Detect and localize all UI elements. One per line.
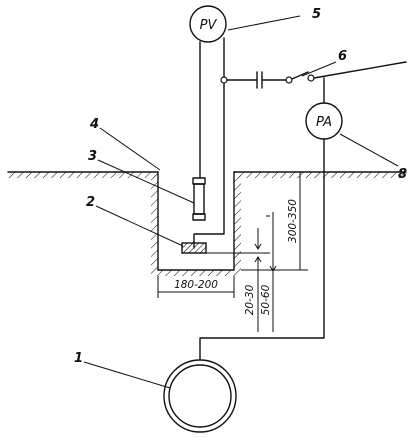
callout-3: 3 — [88, 149, 97, 164]
callout-4: 4 — [89, 117, 99, 132]
callout-6: 6 — [338, 49, 347, 64]
ammeter-to-pipe-wire — [199, 138, 325, 361]
callout-8: 8 — [398, 167, 407, 182]
callout-1: 1 — [74, 351, 83, 366]
pit-depth-label: 300-350 — [287, 199, 299, 243]
pipeline — [163, 359, 237, 433]
pit-depth-dimension — [241, 171, 308, 271]
pit-width-dimension — [157, 276, 235, 298]
electrode-depth-label: 50-60 — [260, 284, 272, 315]
pit-width-label: 180-200 — [174, 279, 218, 291]
reference-electrode — [192, 177, 206, 221]
steel-sample — [181, 242, 207, 254]
callout-2: 2 — [86, 195, 95, 210]
callout-leaders — [83, 15, 399, 389]
supply-line — [220, 61, 407, 104]
electrode-offset-label: 20-30 — [244, 284, 256, 315]
voltmeter-wires — [193, 37, 225, 249]
ammeter-label: PA — [316, 115, 332, 130]
callout-5: 5 — [312, 7, 321, 22]
voltmeter-pv — [189, 5, 227, 43]
pit — [151, 171, 241, 276]
voltmeter-label: PV — [200, 18, 218, 33]
electrode-offset-dimensions — [206, 212, 277, 332]
ground-surface — [7, 171, 407, 178]
